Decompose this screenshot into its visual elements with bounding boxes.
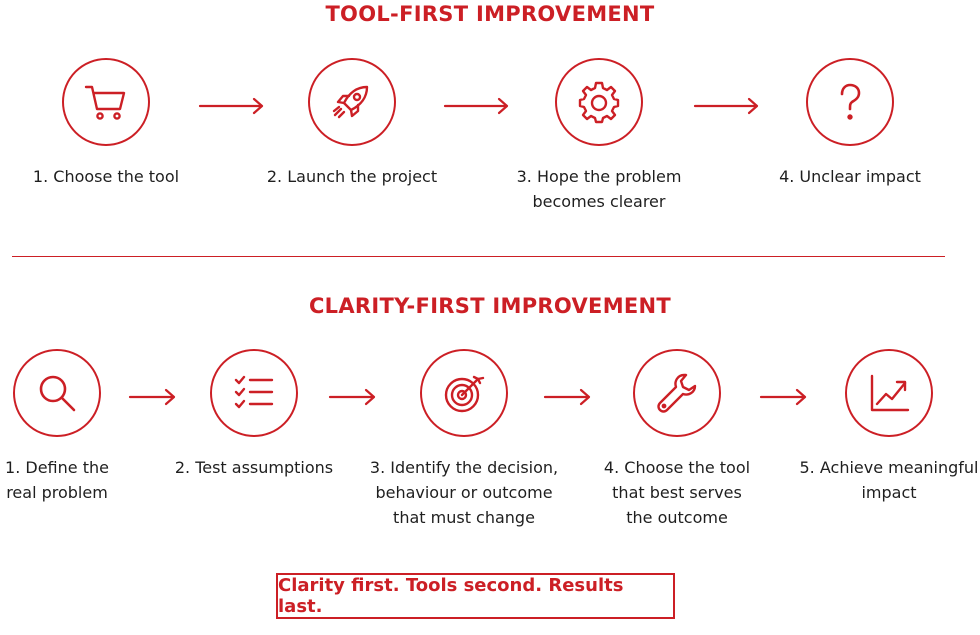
- step-circle: [845, 349, 933, 437]
- step-label: 3. Identify the decision, behaviour or o…: [369, 458, 559, 527]
- arrow-right-icon: [693, 97, 759, 115]
- step-circle: [210, 349, 298, 437]
- arrow-right-icon: [543, 388, 591, 406]
- step-label: 5. Achieve meaningful impact: [799, 458, 979, 502]
- step-label: 1. Choose the tool: [32, 167, 180, 186]
- step-label: 4. Unclear impact: [779, 167, 921, 186]
- step-circle: [633, 349, 721, 437]
- step-circle: [555, 58, 643, 146]
- summary-callout-text: Clarity first. Tools second. Results las…: [278, 575, 624, 617]
- clarity-step-3: 3. Identify the decision, behaviour or o…: [359, 349, 569, 530]
- magnifier-icon: [39, 375, 76, 412]
- step-circle: [62, 58, 150, 146]
- growth-chart-icon: [870, 374, 910, 412]
- tool-step-3: 3. Hope the problem becomes clearer: [494, 58, 704, 214]
- clarity-step-5: 5. Achieve meaningful impact: [784, 349, 980, 505]
- step-label: 4. Choose the tool that best serves the …: [603, 458, 751, 527]
- clarity-step-4: 4. Choose the tool that best serves the …: [572, 349, 782, 530]
- gear-icon: [578, 81, 620, 124]
- step-circle: [420, 349, 508, 437]
- checklist-icon: [234, 375, 274, 409]
- tool-first-title: TOOL-FIRST IMPROVEMENT: [325, 2, 655, 26]
- summary-callout: Clarity first. Tools second. Results las…: [276, 573, 675, 619]
- section-divider: [12, 256, 945, 257]
- arrow-right-icon: [328, 388, 376, 406]
- step-label: 2. Launch the project: [266, 167, 438, 186]
- arrow-right-icon: [759, 388, 807, 406]
- target-icon: [444, 375, 485, 413]
- clarity-step-2: 2. Test assumptions: [149, 349, 359, 480]
- rocket-icon: [332, 85, 369, 119]
- step-circle: [806, 58, 894, 146]
- arrow-right-icon: [198, 97, 264, 115]
- question-mark-icon: [840, 83, 861, 120]
- step-circle: [13, 349, 101, 437]
- step-label: 1. Define the real problem: [5, 458, 109, 502]
- arrow-right-icon: [128, 388, 176, 406]
- tool-step-1: 1. Choose the tool: [1, 58, 211, 189]
- step-label: 2. Test assumptions: [174, 458, 334, 477]
- tool-step-4: 4. Unclear impact: [745, 58, 955, 189]
- step-circle: [308, 58, 396, 146]
- shopping-cart-icon: [84, 85, 126, 120]
- step-label: 3. Hope the problem becomes clearer: [516, 167, 682, 211]
- arrow-right-icon: [443, 97, 509, 115]
- clarity-first-title: CLARITY-FIRST IMPROVEMENT: [308, 294, 672, 318]
- wrench-icon: [657, 373, 697, 413]
- clarity-step-1: 1. Define the real problem: [0, 349, 162, 505]
- tool-step-2: 2. Launch the project: [247, 58, 457, 189]
